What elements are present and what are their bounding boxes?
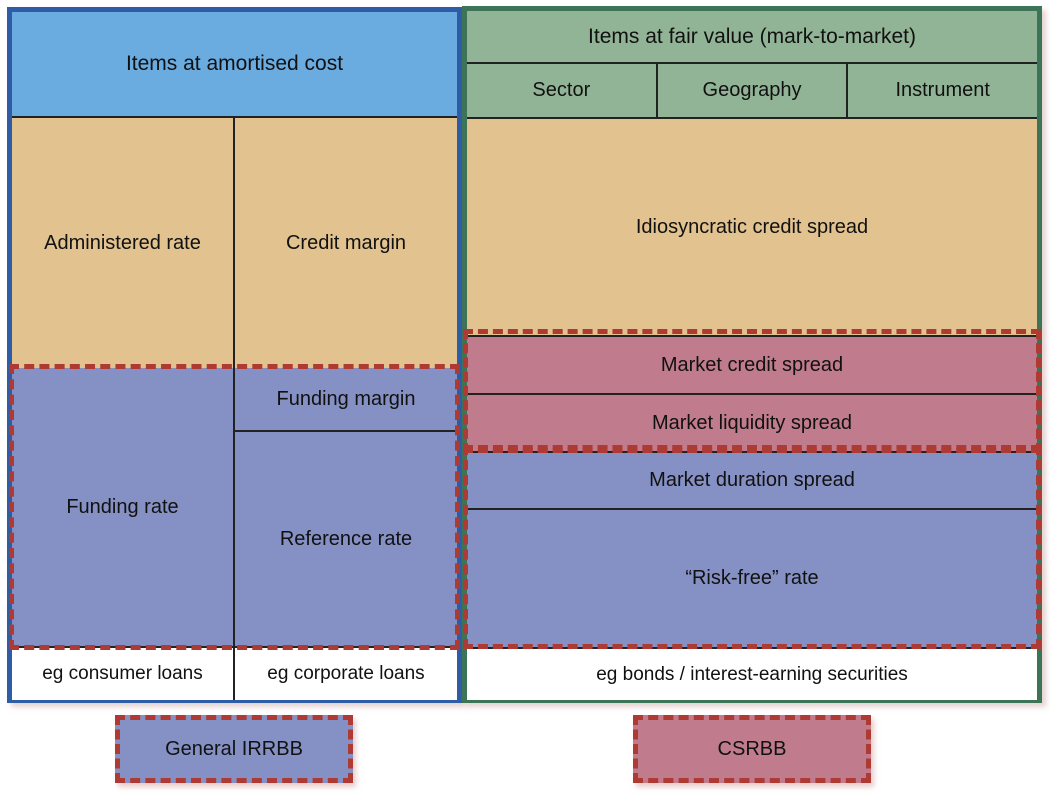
funding-rate-region: Funding rate Funding margin Reference ra… [12,368,457,646]
market-credit-spread-cell: Market credit spread [467,335,1037,393]
consumer-loans-example: eg consumer loans [42,663,203,684]
market-liquidity-spread-cell: Market liquidity spread [467,393,1037,451]
margin-row-amortised: Administered rate Credit margin [12,118,457,368]
fair-value-subheader-row: Sector Geography Instrument [467,62,1037,117]
market-duration-spread-cell: Market duration spread [467,451,1037,508]
amortised-cost-block: Items at amortised cost Administered rat… [7,7,462,703]
credit-margin-cell: Credit margin [233,118,457,368]
reference-rate-cell: Reference rate [279,527,413,550]
amortised-cost-block-inner: Items at amortised cost Administered rat… [9,12,460,700]
subheader-geography: Geography [655,64,847,117]
legend-csrbb: CSRBB [633,715,871,783]
corporate-loans-example: eg corporate loans [233,648,457,700]
fair-value-header: Items at fair value (mark-to-market) [467,11,1037,62]
amortised-cost-header: Items at amortised cost [12,12,457,118]
funding-margin-cell: Funding margin [235,368,457,432]
funding-split-column: Funding margin Reference rate [233,368,457,646]
legend-general-irrbb: General IRRBB [115,715,353,783]
subheader-sector: Sector [532,79,591,101]
fair-value-block-inner: Items at fair value (mark-to-market) Sec… [463,11,1041,700]
fair-value-block: Items at fair value (mark-to-market) Sec… [462,6,1042,703]
administered-rate-cell: Administered rate [44,231,201,254]
idiosyncratic-credit-spread-cell: Idiosyncratic credit spread [467,117,1037,335]
bonds-securities-example: eg bonds / interest-earning securities [467,647,1037,700]
risk-free-rate-cell: “Risk-free” rate [467,508,1037,647]
amortised-examples-row: eg consumer loans eg corporate loans [12,646,457,700]
subheader-instrument: Instrument [846,64,1037,117]
funding-rate-cell: Funding rate [66,495,179,518]
